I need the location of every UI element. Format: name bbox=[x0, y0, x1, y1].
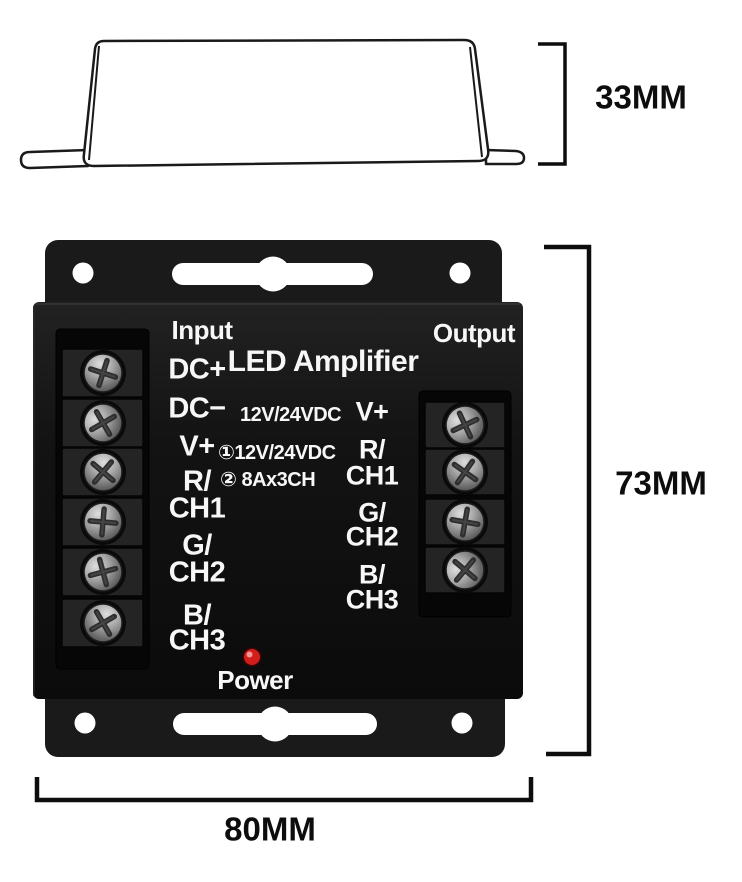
input-terminal-label: CH1 bbox=[168, 492, 226, 525]
side-view-left-foot bbox=[19, 148, 90, 170]
mounting-hole bbox=[449, 262, 471, 284]
mounting-hole bbox=[74, 712, 96, 734]
input-terminal-label: DC− bbox=[168, 392, 226, 425]
mounting-hole bbox=[72, 262, 94, 284]
power-label: Power bbox=[217, 665, 293, 695]
output-terminal-label: V+ bbox=[355, 396, 389, 427]
width-dimension-bracket bbox=[34, 777, 534, 803]
input-terminal-label: B/ bbox=[183, 599, 212, 632]
spec-line: 12V/24VDC bbox=[240, 404, 342, 426]
mounting-hole bbox=[451, 712, 473, 734]
output-terminal-label: B/ bbox=[359, 559, 386, 590]
side-view-body bbox=[82, 38, 490, 168]
input-terminal-label: G/ bbox=[182, 529, 212, 562]
output-terminal-label: CH3 bbox=[345, 584, 399, 615]
device-title: LED Amplifier bbox=[227, 345, 419, 378]
output-terminal-label: CH2 bbox=[345, 521, 399, 552]
input-terminal-label: CH2 bbox=[168, 556, 226, 589]
input-terminal-label: CH3 bbox=[168, 624, 226, 657]
bottom-mounting-flange bbox=[45, 681, 505, 757]
input-terminal-label: R/ bbox=[183, 465, 212, 498]
spec-line: ①12V/24VDC bbox=[218, 442, 336, 464]
input-header: Input bbox=[171, 315, 233, 345]
side-view-right-foot bbox=[484, 148, 526, 166]
height-dimension-label: 73MM bbox=[615, 464, 707, 502]
output-terminal-label: R/ bbox=[359, 434, 386, 465]
height-dimension-bracket bbox=[544, 244, 592, 757]
output-terminal-block bbox=[418, 390, 512, 618]
input-terminal-block bbox=[55, 328, 150, 670]
input-terminal-label: V+ bbox=[179, 430, 215, 463]
device-body bbox=[33, 302, 523, 699]
spec-line: ② 8Ax3CH bbox=[220, 469, 316, 491]
depth-dimension-bracket bbox=[538, 42, 567, 166]
power-led bbox=[242, 647, 262, 667]
mounting-slot bbox=[172, 256, 373, 292]
mounting-slot bbox=[173, 706, 377, 742]
width-dimension-label: 80MM bbox=[224, 810, 316, 848]
side-view-outline bbox=[19, 38, 526, 170]
output-terminal-label: CH1 bbox=[345, 460, 399, 491]
output-terminal-label: G/ bbox=[358, 497, 386, 528]
input-terminal-label: DC+ bbox=[168, 353, 226, 386]
side-view-edge-lines bbox=[88, 45, 483, 161]
depth-dimension-label: 33MM bbox=[595, 78, 687, 116]
output-header: Output bbox=[432, 318, 516, 348]
top-mounting-flange bbox=[45, 240, 502, 316]
